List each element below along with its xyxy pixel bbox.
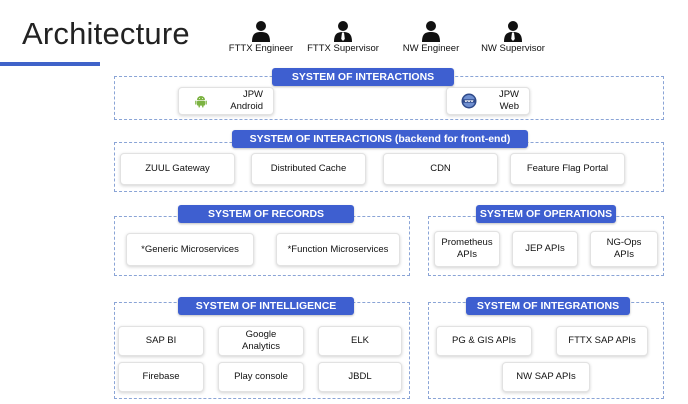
intelligence-card-jbdl[interactable]: JBDL bbox=[318, 362, 402, 392]
backend-card-cdn[interactable]: CDN bbox=[383, 153, 498, 185]
persona-label: FTTX Engineer bbox=[228, 43, 294, 54]
backend-card-distributed-cache[interactable]: Distributed Cache bbox=[251, 153, 366, 185]
persona-label: FTTX Supervisor bbox=[307, 43, 379, 54]
intelligence-card-sap-bi[interactable]: SAP BI bbox=[118, 326, 204, 356]
person-with-tie-icon bbox=[504, 21, 522, 42]
person-icon bbox=[422, 21, 440, 42]
persona-fttx-engineer: FTTX Engineer bbox=[216, 20, 306, 54]
integrations-card-pg-gis-apis[interactable]: PG & GIS APIs bbox=[436, 326, 532, 356]
person-with-tie-icon bbox=[334, 21, 352, 42]
operations-card-ng-ops-apis[interactable]: NG-Ops APIs bbox=[590, 231, 658, 267]
intelligence-card-elk[interactable]: ELK bbox=[318, 326, 402, 356]
app-label: JPW Android bbox=[230, 89, 263, 112]
section-header-operations: SYSTEM OF OPERATIONS bbox=[476, 205, 616, 223]
app-label: JPW Web bbox=[498, 89, 519, 112]
persona-nw-supervisor: NW Supervisor bbox=[468, 20, 558, 54]
records-card-function-microservices[interactable]: *Function Microservices bbox=[276, 233, 400, 266]
section-header-integrations: SYSTEM OF INTEGRATIONS bbox=[466, 297, 630, 315]
persona-label: NW Engineer bbox=[402, 43, 460, 54]
person-icon bbox=[252, 21, 270, 42]
operations-card-jep-apis[interactable]: JEP APIs bbox=[512, 231, 578, 267]
records-card-generic-microservices[interactable]: *Generic Microservices bbox=[126, 233, 254, 266]
www-globe-icon: www bbox=[461, 93, 477, 109]
svg-text:www: www bbox=[465, 99, 474, 103]
app-card-jpw-android[interactable]: JPW Android bbox=[178, 87, 274, 115]
persona-label: NW Supervisor bbox=[481, 43, 545, 54]
app-card-jpw-web[interactable]: www JPW Web bbox=[446, 87, 530, 115]
operations-card-prometheus-apis[interactable]: Prometheus APIs bbox=[434, 231, 500, 267]
integrations-card-nw-sap-apis[interactable]: NW SAP APIs bbox=[502, 362, 590, 392]
persona-fttx-supervisor: FTTX Supervisor bbox=[298, 20, 388, 54]
section-header-intelligence: SYSTEM OF INTELLIGENCE bbox=[178, 297, 354, 315]
section-header-interactions: SYSTEM OF INTERACTIONS bbox=[272, 68, 454, 86]
title-underline bbox=[0, 62, 100, 66]
section-header-records: SYSTEM OF RECORDS bbox=[178, 205, 354, 223]
backend-card-zuul-gateway[interactable]: ZUUL Gateway bbox=[120, 153, 235, 185]
persona-nw-engineer: NW Engineer bbox=[386, 20, 476, 54]
page-title: Architecture bbox=[22, 16, 190, 51]
backend-card-feature-flag-portal[interactable]: Feature Flag Portal bbox=[510, 153, 625, 185]
section-header-backend-for-frontend: SYSTEM OF INTERACTIONS (backend for fron… bbox=[232, 130, 528, 148]
intelligence-card-play-console[interactable]: Play console bbox=[218, 362, 304, 392]
integrations-card-fttx-sap-apis[interactable]: FTTX SAP APIs bbox=[556, 326, 648, 356]
android-icon bbox=[193, 93, 209, 109]
intelligence-card-firebase[interactable]: Firebase bbox=[118, 362, 204, 392]
intelligence-card-google-analytics[interactable]: Google Analytics bbox=[218, 326, 304, 356]
